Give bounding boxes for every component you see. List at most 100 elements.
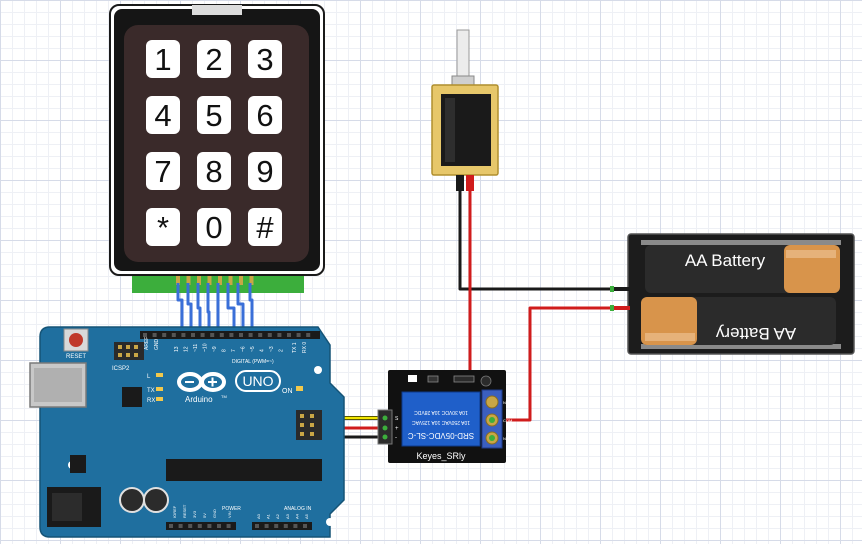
relay-cube xyxy=(401,391,481,447)
keypad-key-label: 8 xyxy=(205,154,222,189)
keypad-pin xyxy=(176,275,180,285)
arduino-digital-pin-socket xyxy=(258,333,263,337)
arduino-capacitor-1 xyxy=(119,487,145,513)
icsp2-pin xyxy=(134,353,138,357)
keypad-wire-1 xyxy=(176,283,184,333)
icsp-pin xyxy=(310,432,314,436)
keypad-key[interactable] xyxy=(197,40,231,78)
arduino-microcontroller xyxy=(166,459,322,481)
arduino-digital-pin-socket xyxy=(306,333,311,337)
keypad-key[interactable] xyxy=(146,208,180,246)
relay-pin-s xyxy=(382,415,388,421)
arduino-uno: RESET ICSP2 L TX RX Arduino TM UNO xyxy=(29,326,345,538)
arduino-digital-pin-socket xyxy=(143,333,147,337)
arduino-digital-pin-socket xyxy=(191,333,195,337)
arduino-power-pin-socket xyxy=(178,524,183,528)
relay-transistor xyxy=(480,375,492,387)
keypad-face xyxy=(124,25,309,262)
icsp-housing xyxy=(296,410,322,440)
arduino-analog-header xyxy=(252,522,312,530)
keypad-wire-3 xyxy=(196,283,202,333)
arduino-analog-pin-label: A4 xyxy=(294,513,299,519)
arduino-icsp-header xyxy=(296,410,322,440)
arduino-digital-pin-socket xyxy=(267,333,272,337)
arduino-regulator xyxy=(70,455,86,473)
arduino-rx-label: RX xyxy=(147,398,155,404)
arduino-power-pin-socket xyxy=(217,524,221,528)
keypad-wire-2 xyxy=(186,283,193,333)
solenoid-plunger xyxy=(456,29,470,83)
keypad-key[interactable] xyxy=(197,96,231,134)
keypad-key[interactable] xyxy=(197,152,231,190)
arduino-power-label: POWER xyxy=(222,506,241,512)
arduino-digital-pin-socket xyxy=(200,333,205,337)
keypad-key[interactable] xyxy=(248,96,282,134)
battery-lead-black xyxy=(610,287,630,291)
arduino-icsp2-header xyxy=(114,342,144,360)
arduino-digital-pin-label: 7 xyxy=(231,349,237,352)
icsp2-pin xyxy=(118,353,122,357)
arduino-digital-pin-label: ~6 xyxy=(241,346,247,352)
arduino-reset-pin-label: RESET xyxy=(182,504,187,518)
icsp2-pin xyxy=(126,353,130,357)
arduino-aref-label: AREF xyxy=(144,337,150,350)
keypad-wire-6 xyxy=(226,283,236,333)
relay-nc-label: NC xyxy=(503,436,509,441)
arduino-tx-label: TX xyxy=(147,388,155,394)
arduino-logo-plus-v xyxy=(211,377,214,387)
keypad-pin xyxy=(249,275,254,285)
keypad-key-label: 1 xyxy=(154,42,171,77)
battery-lead-tip-1 xyxy=(610,286,614,292)
icsp2-housing xyxy=(114,342,144,360)
arduino-usb-inner xyxy=(34,368,82,402)
arduino-digital-pin-label: 2 xyxy=(279,349,285,352)
keypad-tab xyxy=(192,5,242,15)
arduino-capacitor-2 xyxy=(143,487,169,513)
arduino-digital-pin-socket xyxy=(219,333,224,337)
keypad-key[interactable] xyxy=(197,208,231,246)
keypad-key[interactable] xyxy=(146,40,180,78)
keypad-key-label: 9 xyxy=(256,154,273,189)
arduino-on-label: ON xyxy=(282,388,293,395)
keypad-key[interactable] xyxy=(146,96,180,134)
arduino-power-jack-inner xyxy=(52,493,82,521)
keypad-pin xyxy=(207,275,212,285)
keypad-key[interactable] xyxy=(146,152,180,190)
arduino-digital-pin-label: 4 xyxy=(260,349,266,352)
relay-diode xyxy=(453,375,475,383)
keypad-key[interactable] xyxy=(248,40,282,78)
relay-com-label: COM xyxy=(503,418,512,423)
arduino-digital-pin-socket xyxy=(152,333,157,337)
keypad-key-label: * xyxy=(157,210,169,245)
arduino-reset-label: RESET xyxy=(66,354,86,360)
keypad-pins xyxy=(176,275,254,285)
battery-lead-red xyxy=(610,306,630,310)
arduino-analog-pin-socket xyxy=(283,524,288,528)
arduino-digital-pin-label: ~5 xyxy=(250,346,256,352)
relay-pin-plus-label: + xyxy=(395,426,399,432)
icsp-pin xyxy=(300,423,304,427)
arduino-analog-pin-label: A2 xyxy=(275,513,280,519)
arduino-digital-label: DIGITAL (PWM=~) xyxy=(232,359,274,365)
battery-holder: AA Battery AA Battery xyxy=(610,233,855,355)
arduino-ioref-label: IOREF xyxy=(172,505,177,518)
icsp2-pin xyxy=(134,345,138,349)
relay-led xyxy=(408,375,417,382)
arduino-reset-knob[interactable] xyxy=(69,333,83,347)
relay-rating-2: 10A 30VDC 10A 28VDC xyxy=(414,409,468,415)
arduino-digital-pin-socket xyxy=(287,333,291,337)
arduino-digital-pin-socket xyxy=(248,333,253,337)
solenoid xyxy=(431,29,499,191)
keypad-key-label: 0 xyxy=(205,210,222,245)
arduino-tx-pin-label: TX 1 xyxy=(292,342,298,353)
arduino-3v3-label: 3V3 xyxy=(192,510,197,518)
arduino-analog-pin-socket xyxy=(293,524,298,528)
arduino-analog-pin-socket xyxy=(303,524,307,528)
keypad-key[interactable] xyxy=(248,152,282,190)
solenoid-lead-red xyxy=(466,175,474,191)
keypad-key[interactable] xyxy=(248,208,282,246)
